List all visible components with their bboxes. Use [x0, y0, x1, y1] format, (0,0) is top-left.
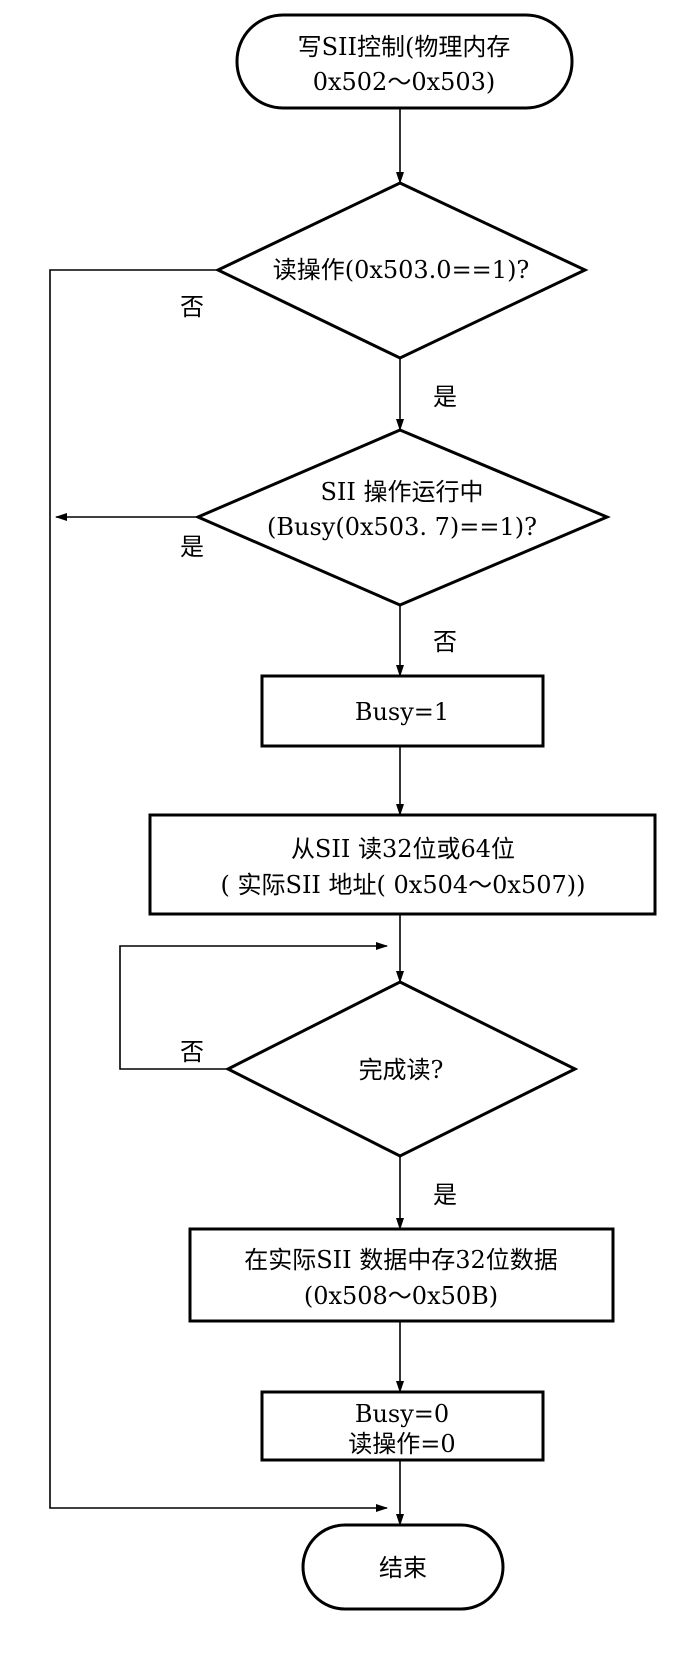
end-terminator	[301, 1523, 505, 1611]
decision-read-done	[224, 980, 579, 1158]
process-reset	[260, 1390, 545, 1462]
process-reset-line2: 读操作=0	[348, 1430, 455, 1458]
decision-busy	[194, 428, 611, 607]
busy-no-label: 否	[433, 628, 457, 656]
end-text: 结束	[379, 1554, 427, 1582]
busy-yes-label: 是	[180, 533, 204, 561]
decision-read-operation-text: 读操作(0x503.0==1)?	[273, 256, 530, 284]
done-yes-label: 是	[433, 1181, 457, 1209]
done-no-label: 否	[180, 1038, 204, 1066]
process-read-sii-line1: 从SII 读32位或64位	[291, 835, 515, 863]
decision-busy-line2: (Busy(0x503. 7)==1)?	[267, 513, 537, 541]
read-yes-label: 是	[433, 383, 457, 411]
process-busy-set-text: Busy=1	[355, 698, 449, 726]
process-read-sii	[148, 813, 657, 916]
process-store-line1: 在实际SII 数据中存32位数据	[244, 1246, 558, 1274]
decision-read-operation	[214, 181, 589, 360]
process-store-data	[188, 1227, 615, 1323]
process-store-line2: (0x508～0x50B)	[304, 1282, 498, 1310]
process-busy-set	[260, 674, 545, 748]
process-read-sii-line2: ( 实际SII 地址( 0x504～0x507))	[221, 871, 586, 899]
decision-read-done-text: 完成读?	[359, 1056, 444, 1084]
start-terminator	[235, 13, 574, 110]
decision-busy-line1: SII 操作运行中	[320, 478, 483, 506]
connector-read-no-branch	[49, 269, 388, 1512]
connector-done-no-loop	[119, 942, 388, 1070]
process-reset-line1: Busy=0	[355, 1400, 449, 1428]
start-text-line1: 写SII控制(物理内存	[298, 33, 511, 61]
start-text-line2: 0x502～0x503)	[313, 68, 496, 96]
read-no-label: 否	[180, 293, 204, 321]
